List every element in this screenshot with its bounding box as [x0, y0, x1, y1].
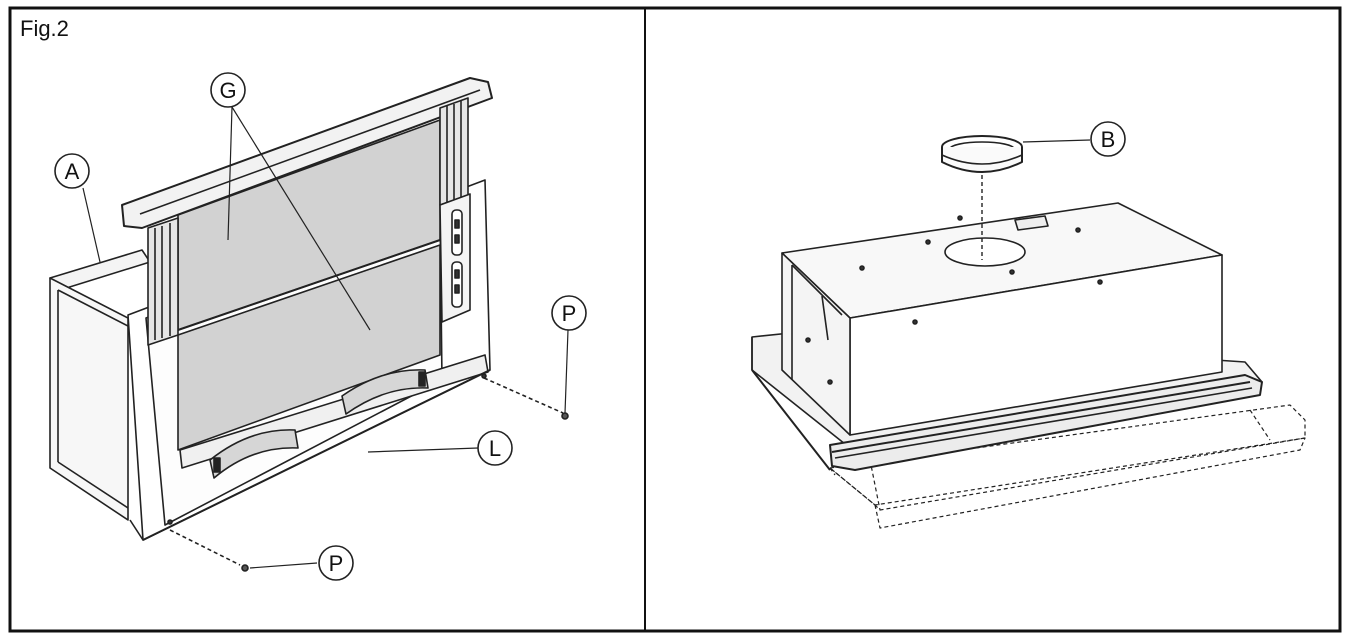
screw-right-dashed [483, 377, 564, 414]
handle-left [209, 429, 299, 479]
callout-B-label: B [1101, 127, 1116, 152]
callout-P-bottom-label: P [329, 551, 344, 576]
callout-G-label: G [219, 78, 236, 103]
right-hood-illustration [751, 135, 1306, 529]
collar-body [941, 147, 1023, 173]
callout-L: L [477, 430, 513, 466]
callout-B: B [1090, 121, 1126, 157]
left-hood-illustration [49, 77, 569, 572]
handle-right [341, 369, 429, 415]
screw-right [561, 412, 569, 420]
callout-A-label: A [65, 159, 80, 184]
callout-L-label: L [489, 436, 501, 461]
screw-bottom-dashed [169, 529, 241, 566]
callout-P-right: P [551, 295, 587, 331]
callout-P-bottom: P [318, 545, 354, 581]
box-side [781, 252, 851, 436]
leader-B [1022, 139, 1091, 143]
callout-A: A [54, 153, 90, 189]
screw-bottom [241, 564, 249, 572]
duct-opening [944, 237, 1026, 267]
left-rail [147, 217, 179, 346]
callout-P-right-label: P [562, 301, 577, 326]
housing-top [49, 249, 151, 291]
outer-frame [8, 6, 1342, 633]
figure-title: Fig.2 [20, 16, 69, 41]
housing-side [49, 277, 129, 521]
extended-drawer-dashed [829, 404, 1306, 529]
left-leader-lines [82, 106, 569, 569]
callout-G: G [210, 72, 246, 108]
